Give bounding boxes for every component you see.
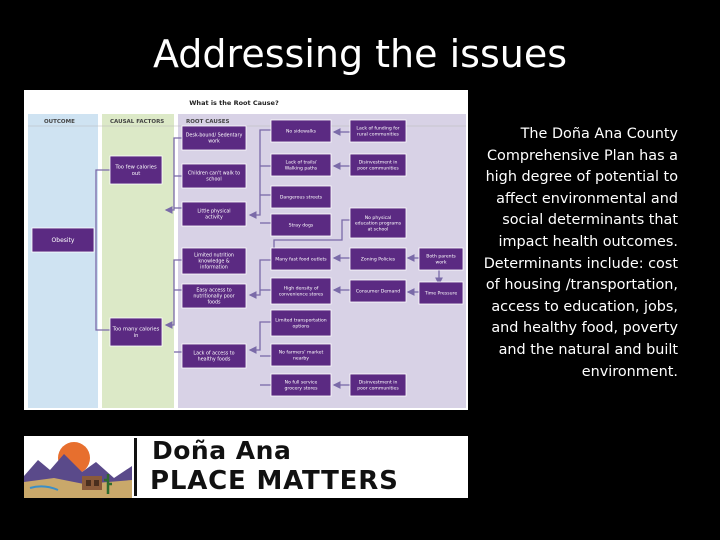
svg-text:Many fast food outlets: Many fast food outlets [275, 257, 327, 263]
outcome-box: Obesity [32, 228, 94, 252]
outcome-band [28, 114, 98, 408]
place-matters-logo: Doña Ana PLACE MATTERS [24, 436, 468, 498]
root-cause-box: Zoning Policies [350, 248, 406, 270]
diagram-heading: What is the Root Cause? [189, 99, 279, 107]
root-cause-box: Lack of trails/Walking paths [271, 154, 331, 176]
root-cause-diagram: What is the Root Cause? OUTCOME CAUSAL F… [24, 90, 468, 410]
logo-line1: Doña Ana [152, 436, 291, 465]
landscape-logo-icon [24, 436, 132, 498]
svg-text:No sidewalks: No sidewalks [286, 129, 317, 135]
col-causal: CAUSAL FACTORS [110, 119, 164, 125]
svg-text:Obesity: Obesity [52, 237, 75, 244]
slide-title: Addressing the issues [0, 32, 720, 76]
svg-text:Dangerous streets: Dangerous streets [280, 195, 323, 201]
root-cause-box: No sidewalks [271, 120, 331, 142]
col-root: ROOT CAUSES [186, 119, 230, 125]
svg-text:Time Pressure: Time Pressure [424, 291, 457, 297]
root-cause-box: Time Pressure [419, 282, 463, 304]
logo-divider [134, 438, 137, 496]
svg-text:Stray dogs: Stray dogs [289, 223, 314, 229]
root-cause-box: Consumer Demand [350, 280, 406, 302]
root-cause-box: Many fast food outlets [271, 248, 331, 270]
col-outcome: OUTCOME [44, 119, 75, 125]
logo-line2: PLACE MATTERS [150, 466, 399, 496]
root-cause-box: Stray dogs [271, 214, 331, 236]
svg-text:Consumer Demand: Consumer Demand [356, 289, 400, 295]
svg-text:Zoning Policies: Zoning Policies [361, 257, 396, 263]
svg-text:Lack of trails/Walking paths: Lack of trails/Walking paths [285, 160, 318, 172]
root-cause-box: Dangerous streets [271, 186, 331, 208]
slide-body-text: The Doña Ana County Comprehensive Plan h… [478, 124, 678, 383]
